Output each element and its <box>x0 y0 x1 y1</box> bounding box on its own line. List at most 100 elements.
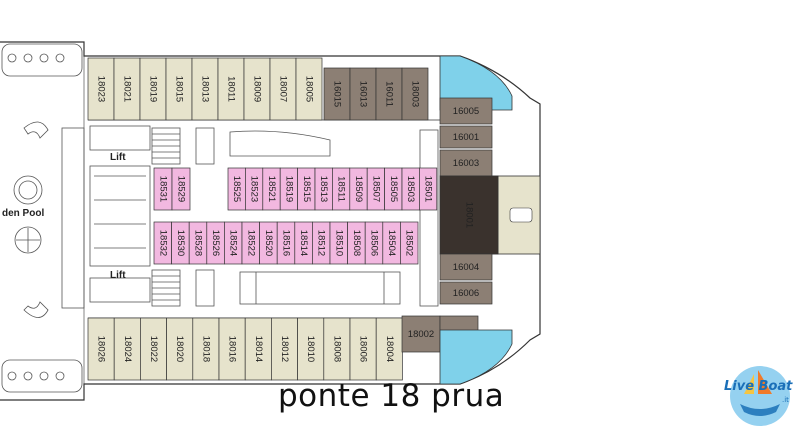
cabin-18008 <box>323 317 351 381</box>
cabin-label-18516: 18516 <box>280 230 291 256</box>
cabin-18006 <box>349 317 377 381</box>
cabin-16003 <box>439 149 493 177</box>
cabin-label-18004: 18004 <box>384 336 395 362</box>
cabin-label-18510: 18510 <box>333 230 344 256</box>
cabin-label-16003: 16003 <box>453 158 479 169</box>
cabin-18014 <box>244 317 272 381</box>
cabin-label-16015: 16015 <box>331 81 342 107</box>
cabin-label-16001: 16001 <box>453 132 479 143</box>
cabin-label-18529: 18529 <box>175 176 186 202</box>
cabin-label-18528: 18528 <box>192 230 203 256</box>
cabin-label-18523: 18523 <box>249 176 260 202</box>
cabin-label-18522: 18522 <box>245 230 256 256</box>
cabin-label-18505: 18505 <box>388 176 399 202</box>
cabin-label-18532: 18532 <box>157 230 168 256</box>
service-core <box>89 125 439 307</box>
cabin-16001 <box>439 125 493 149</box>
cabin-label-18506: 18506 <box>368 230 379 256</box>
cabin-18529 <box>171 167 191 211</box>
stern-lounge-top <box>1 43 83 77</box>
lift-label-lower: Lift <box>110 270 126 281</box>
cabin-label-16011: 16011 <box>383 81 394 107</box>
cabin-18023 <box>87 57 115 121</box>
lift-label-upper: Lift <box>110 152 126 163</box>
cabin-label-18021: 18021 <box>121 76 132 102</box>
cabin-label-18013: 18013 <box>199 76 210 102</box>
cabin-label-18507: 18507 <box>370 176 381 202</box>
cabin-18024 <box>113 317 141 381</box>
cabin-16006 <box>439 281 493 305</box>
cabin-label-18511: 18511 <box>336 176 347 202</box>
bow-suite-column: 16005 16001 16003 18001 16004 16006 <box>439 97 499 305</box>
cabin-18501 <box>419 167 438 211</box>
cabin-18502 <box>400 221 419 265</box>
cabin-label-18526: 18526 <box>210 230 221 256</box>
top-cabin-row: 18023 18021 18019 18015 18013 18011 18009 18007… <box>87 57 323 121</box>
cabin-16005 <box>439 97 493 125</box>
cabin-label-18008: 18008 <box>331 336 342 362</box>
cabin-label-18504: 18504 <box>386 230 397 256</box>
cabin-label-18512: 18512 <box>316 230 327 256</box>
cabin-label-18015: 18015 <box>173 76 184 102</box>
cabin-label-18503: 18503 <box>405 176 416 202</box>
cabin-18002 <box>401 315 441 353</box>
cabin-label-18502: 18502 <box>404 230 415 256</box>
cabin-18009 <box>243 57 271 121</box>
pool-label: den Pool <box>2 208 44 219</box>
cabin-label-18531: 18531 <box>157 176 168 202</box>
cabin-label-18519: 18519 <box>283 176 294 202</box>
cabin-label-18515: 18515 <box>301 176 312 202</box>
cabin-label-18521: 18521 <box>266 176 277 202</box>
cabin-label-18011: 18011 <box>225 76 236 102</box>
cabin-label-18007: 18007 <box>277 76 288 102</box>
cabin-18001 <box>439 175 499 255</box>
cabin-18003 <box>401 67 429 121</box>
cabin-label-18009: 18009 <box>251 76 262 102</box>
cabin-label-16006: 16006 <box>453 288 479 299</box>
pool-area <box>13 121 85 318</box>
cabin-label-18022: 18022 <box>148 336 159 362</box>
stern-lounge-bottom <box>1 359 83 393</box>
cabin-label-18024: 18024 <box>122 336 133 362</box>
cabin-label-18513: 18513 <box>318 176 329 202</box>
cabin-label-18530: 18530 <box>175 230 186 256</box>
cabin-label-18019: 18019 <box>147 76 158 102</box>
cabin-label-18023: 18023 <box>95 76 106 102</box>
cabin-label-16004: 16004 <box>453 262 479 273</box>
cabin-label-18006: 18006 <box>358 336 369 362</box>
cabin-18007 <box>269 57 297 121</box>
cabin-label-18508: 18508 <box>351 230 362 256</box>
logo-suffix-text: .it <box>782 396 789 404</box>
cabin-18011 <box>217 57 245 121</box>
cabin-label-18002: 18002 <box>408 329 434 340</box>
liveboat-logo: Live Boat .it <box>724 366 793 426</box>
cabin-label-18005: 18005 <box>303 76 314 102</box>
cabin-16013 <box>349 67 377 121</box>
cabin-label-16005: 16005 <box>453 106 479 117</box>
cabin-label-18501: 18501 <box>423 176 434 202</box>
cabin-label-18016: 18016 <box>227 336 238 362</box>
cabin-18005 <box>295 57 323 121</box>
cabin-label-18018: 18018 <box>200 336 211 362</box>
cabin-18022 <box>140 317 167 381</box>
cabin-label-18001: 18001 <box>463 202 474 228</box>
cabin-18016 <box>218 317 246 381</box>
cabin-16004 <box>439 253 493 281</box>
cabin-label-18012: 18012 <box>279 336 290 362</box>
cabin-label-18026: 18026 <box>96 336 107 362</box>
cabin-18026 <box>87 317 115 381</box>
cabin-18020 <box>166 317 194 381</box>
cabin-18021 <box>113 57 141 121</box>
cabin-label-18514: 18514 <box>298 230 309 256</box>
cabin-18004 <box>375 317 403 381</box>
cabin-label-18010: 18010 <box>305 336 316 362</box>
cabin-label-18524: 18524 <box>228 230 239 256</box>
cabin-label-18020: 18020 <box>174 336 185 362</box>
cabin-label-18509: 18509 <box>353 176 364 202</box>
cabin-18010 <box>297 317 325 381</box>
